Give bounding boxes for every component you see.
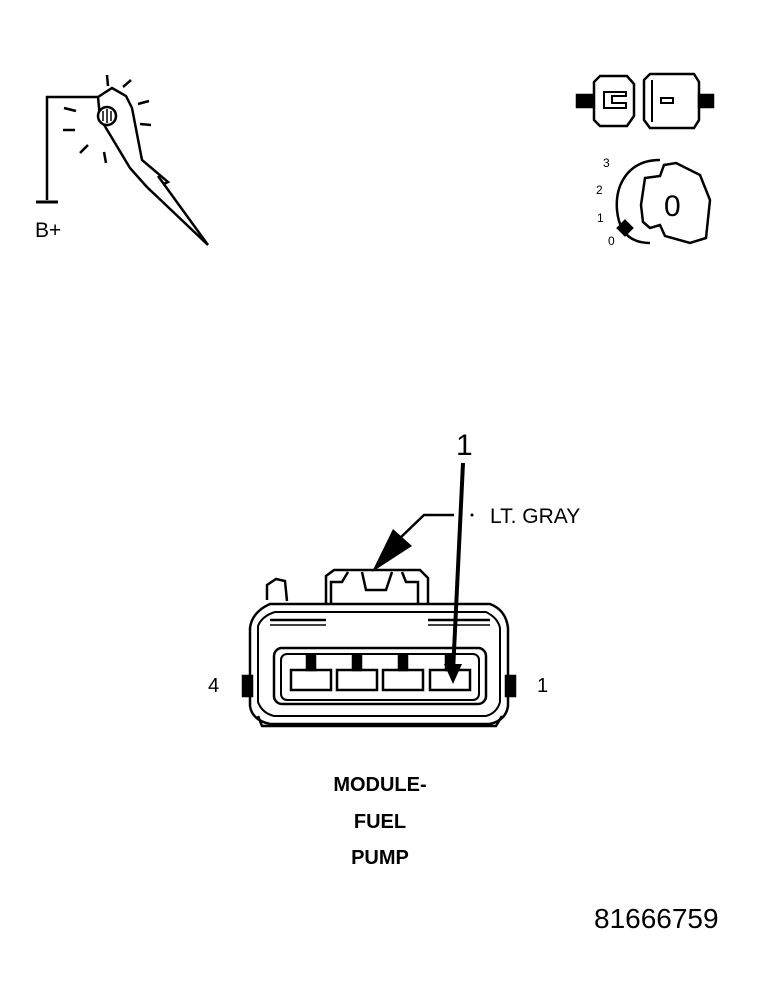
ignition-position-3: 3: [603, 156, 610, 170]
caption-line-3: PUMP: [351, 847, 409, 869]
wire-color-leader: [372, 513, 474, 572]
ignition-key-position: 0: [664, 190, 681, 223]
connector-disconnected-icon: [575, 72, 715, 130]
pin-right-label: 1: [537, 675, 549, 697]
ignition-position-2: 2: [596, 183, 603, 197]
pin-callout-number: 1: [456, 429, 473, 462]
caption-line-2: FUEL: [353, 811, 407, 833]
ignition-switch-icon: [615, 158, 712, 245]
connector-face-icon: [241, 568, 517, 728]
pin-left-label: 4: [208, 675, 220, 697]
wire-color-label: LT. GRAY: [490, 505, 581, 528]
figure-id: 81666759: [594, 903, 719, 934]
ignition-position-0: 0: [608, 234, 615, 248]
ignition-position-1: 1: [597, 211, 604, 225]
caption-line-1: MODULE-: [333, 774, 427, 796]
test-light-icon: [36, 74, 210, 246]
supply-label: B+: [35, 219, 62, 242]
pin-callout-arrow: [444, 462, 465, 684]
